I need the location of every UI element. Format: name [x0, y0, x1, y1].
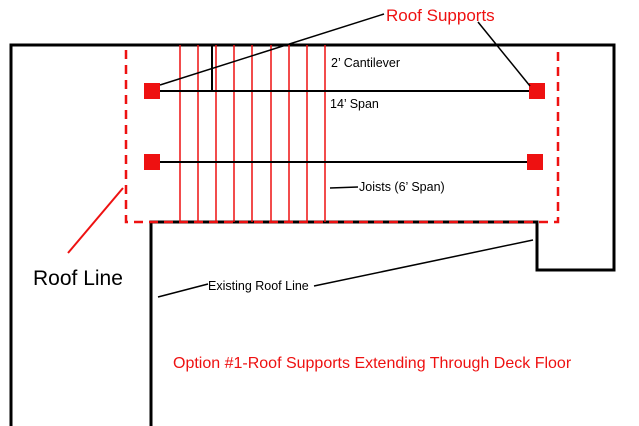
roof-support-top-left [144, 83, 160, 99]
cantilever-label: 2’ Cantilever [331, 56, 400, 70]
roof-line-label: Roof Line [33, 267, 123, 290]
roof-line-dashed [124, 50, 560, 224]
roof-supports-label: Roof Supports [386, 6, 495, 25]
joists-label: Joists (6’ Span) [359, 180, 445, 194]
leader-roof-line [67, 187, 124, 254]
roof-support-top-right [529, 83, 545, 99]
leader-existing-left [157, 283, 209, 298]
span-label: 14’ Span [330, 97, 379, 111]
roof-support-bottom-left [144, 154, 160, 170]
leader-existing-right [313, 239, 534, 287]
option-caption: Option #1-Roof Supports Extending Throug… [173, 355, 572, 372]
roof-support-bottom-right [527, 154, 543, 170]
joists [179, 45, 326, 222]
existing-roof-line-label: Existing Roof Line [208, 279, 309, 293]
leader-joists [329, 186, 359, 189]
leader-roof-supports-right [477, 21, 531, 87]
leader-roof-supports-left [159, 13, 385, 86]
